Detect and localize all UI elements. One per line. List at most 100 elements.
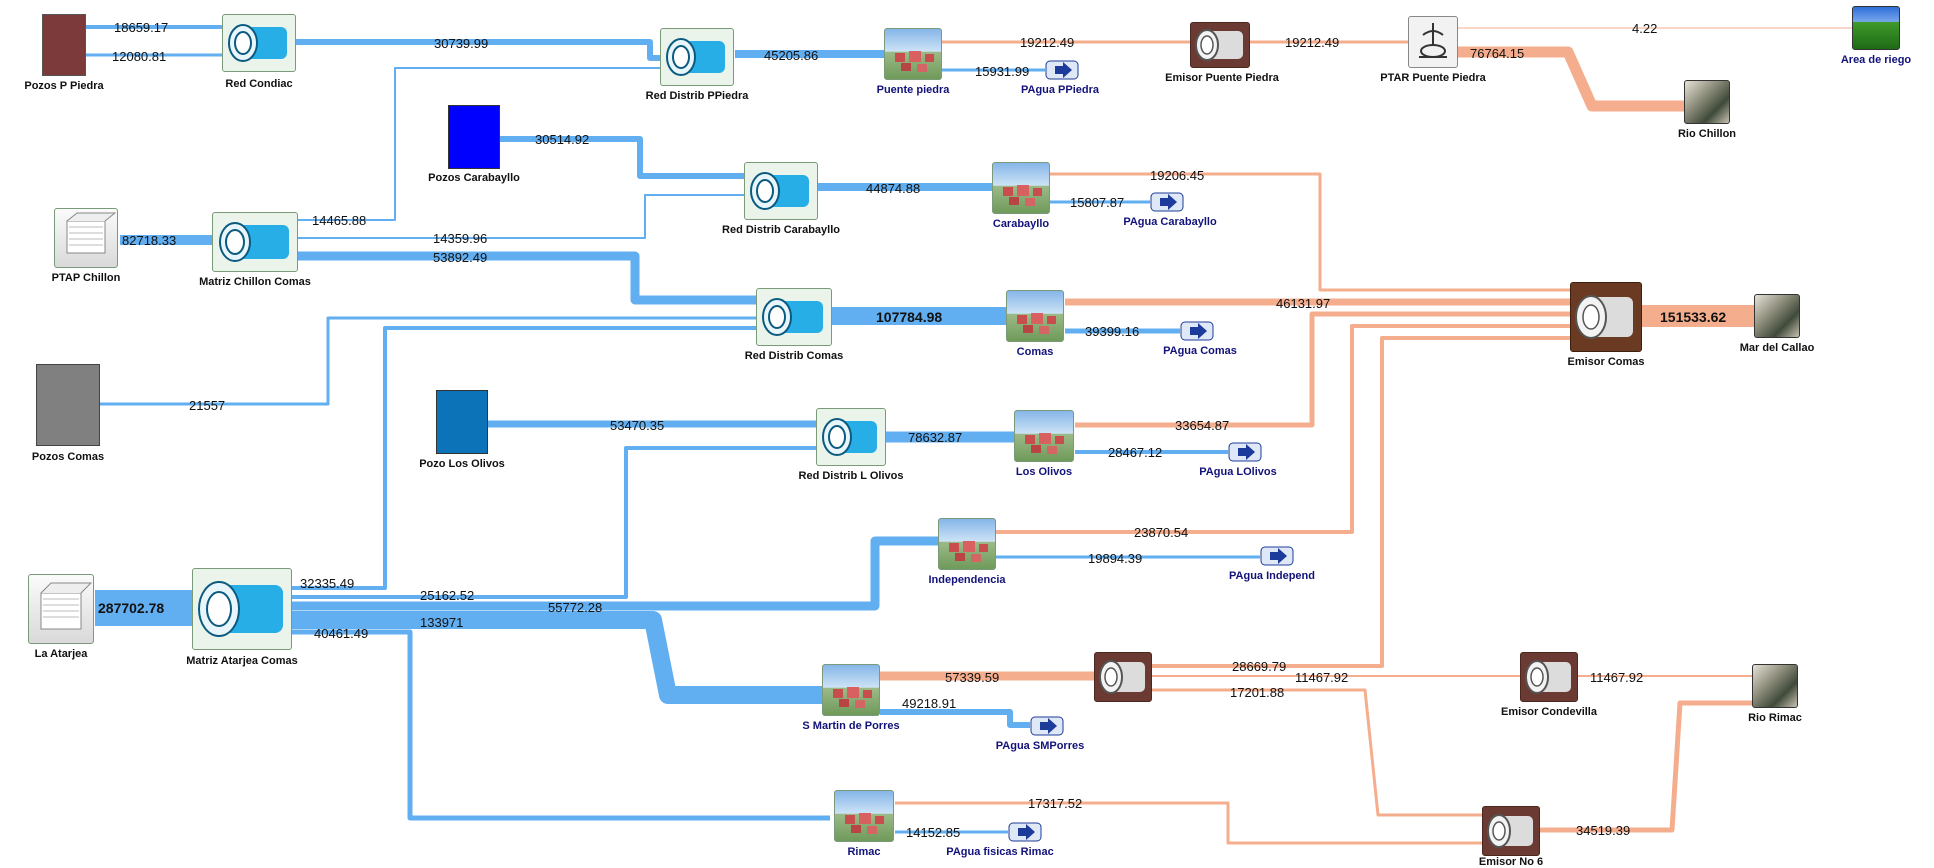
node-label: Emisor No 6 — [1478, 856, 1544, 868]
node-label: Mar del Callao — [1739, 342, 1815, 354]
node-label: Pozos Carabayllo — [428, 172, 520, 184]
flow-label: 19212.49 — [1285, 35, 1339, 50]
node-label: PTAP Chillon — [51, 272, 121, 284]
flow-label: 82718.33 — [122, 233, 176, 248]
link-los-olivos-emisor-comas — [1075, 311, 1572, 428]
node-label: Red Distrib PPiedra — [645, 90, 749, 102]
flow-label: 151533.62 — [1660, 309, 1726, 325]
rio-chillon-icon[interactable] — [1684, 80, 1730, 124]
flow-label: 44874.88 — [866, 181, 920, 196]
district-puente-piedra-icon[interactable] — [884, 28, 942, 80]
pipe-red-distrib-ppiedra-icon[interactable] — [660, 28, 734, 86]
district-comas-icon[interactable] — [1006, 290, 1064, 342]
node-label: Rio Chillon — [1677, 128, 1737, 140]
node-label: Emisor Comas — [1567, 356, 1645, 368]
district-independencia-icon[interactable] — [938, 518, 996, 570]
link-matriz-chillon-red-distrib-carabayllo — [298, 194, 745, 239]
flow-label: 23870.54 — [1134, 525, 1188, 540]
link-matriz-atarjea-s-martin — [292, 611, 822, 704]
area-de-riego-icon[interactable] — [1852, 6, 1900, 50]
well-pozos-comas[interactable] — [36, 364, 100, 446]
pipe-red-distrib-carabayllo-icon[interactable] — [744, 162, 818, 220]
link-matriz-atarjea-red-distrib-comas — [292, 326, 758, 590]
emisor-comas-icon[interactable] — [1570, 282, 1642, 352]
node-label: PAgua LOlivos — [1199, 466, 1277, 478]
pipe-matriz-chillon-comas-icon[interactable] — [212, 212, 298, 272]
pagua-lolivos-icon[interactable] — [1228, 442, 1262, 462]
pagua-ppiedra-icon[interactable] — [1045, 60, 1079, 80]
la-atarjea-icon[interactable] — [28, 574, 94, 644]
pipe-matriz-atarjea-comas-icon[interactable] — [192, 568, 292, 650]
flow-label: 15807.87 — [1070, 195, 1124, 210]
emisor-puente-piedra-icon[interactable] — [1190, 22, 1250, 68]
flow-label: 19206.45 — [1150, 168, 1204, 183]
node-label: Puente piedra — [876, 84, 950, 96]
link-matriz-atarjea-red-distrib-l-olivos — [292, 446, 818, 599]
node-label: Rio Rimac — [1748, 712, 1802, 724]
flow-label: 28467.12 — [1108, 445, 1162, 460]
well-pozo-los-olivos[interactable] — [436, 390, 488, 454]
node-label: PAgua PPiedra — [1020, 84, 1100, 96]
flow-label: 19894.39 — [1088, 551, 1142, 566]
flow-label: 33654.87 — [1175, 418, 1229, 433]
pagua-comas-icon[interactable] — [1180, 321, 1214, 341]
node-label: Comas — [1016, 346, 1054, 358]
pipe-red-distrib-l-olivos-icon[interactable] — [816, 408, 886, 466]
node-label: Red Distrib Carabayllo — [722, 224, 840, 236]
link-red-condiac-red-distrib-ppiedra — [295, 39, 665, 61]
pagua-smporres-icon[interactable] — [1030, 716, 1064, 736]
node-label: Independencia — [928, 574, 1006, 586]
district-rimac-icon[interactable] — [834, 790, 894, 842]
node-label: Red Condiac — [225, 78, 293, 90]
mar-del-callao-icon[interactable] — [1754, 294, 1800, 338]
pipe-red-condiac-icon[interactable] — [222, 14, 296, 72]
node-label: Los Olivos — [1015, 466, 1073, 478]
link-matriz-chillon-red-distrib-comas — [298, 251, 758, 305]
emisor-s-martin-icon[interactable] — [1094, 652, 1152, 702]
link-matriz-atarjea-rimac — [292, 629, 830, 821]
pagua-carabayllo-icon[interactable] — [1150, 192, 1184, 212]
node-label: La Atarjea — [34, 648, 88, 660]
node-label: Pozos P Piedra — [24, 80, 104, 92]
flow-label: 11467.92 — [1295, 670, 1348, 685]
well-pozos-p-piedra[interactable] — [42, 14, 86, 76]
pagua-fisicas-rimac-icon[interactable] — [1008, 822, 1042, 842]
flow-label: 107784.98 — [876, 309, 942, 325]
district-los-olivos-icon[interactable] — [1014, 410, 1074, 462]
flow-label: 45205.86 — [764, 48, 818, 63]
node-label: PAgua fisicas Rimac — [946, 846, 1054, 858]
node-label: Carabayllo — [992, 218, 1050, 230]
link-carabayllo-emisor-comas — [1050, 172, 1572, 292]
district-carabayllo-icon[interactable] — [992, 162, 1050, 214]
flow-label: 287702.78 — [98, 600, 164, 616]
node-label: Rimac — [847, 846, 881, 858]
flow-label: 40461.49 — [314, 626, 368, 641]
ptap-chillon-icon[interactable] — [54, 208, 118, 268]
link-matriz-atarjea-independencia — [292, 536, 940, 611]
pipe-red-distrib-comas-icon[interactable] — [756, 288, 832, 346]
well-pozos-carabayllo[interactable] — [448, 105, 500, 169]
ptar-puente-piedra-icon[interactable] — [1408, 16, 1458, 68]
node-label: PAgua SMPorres — [995, 740, 1085, 752]
flow-label: 76764.15 — [1470, 46, 1524, 61]
district-s-martin-de-porres-icon[interactable] — [822, 664, 880, 716]
flow-label: 14359.96 — [433, 231, 487, 246]
link-emisor-s-martin-emisor-comas — [1150, 336, 1572, 668]
link-s-martin-pagua — [880, 709, 1030, 728]
rio-rimac-icon[interactable] — [1752, 664, 1798, 708]
pagua-independ-icon[interactable] — [1260, 546, 1294, 566]
flow-label: 15931.99 — [975, 64, 1029, 79]
link-matriz-chillon-red-distrib-ppiedra — [298, 67, 665, 221]
flow-label: 21557 — [189, 398, 225, 413]
flow-label: 46131.97 — [1276, 296, 1330, 311]
flow-label: 12080.81 — [112, 49, 166, 64]
emisor-no-6-icon[interactable] — [1482, 806, 1540, 856]
flow-label: 34519.39 — [1576, 823, 1630, 838]
node-label: PAgua Comas — [1163, 345, 1237, 357]
node-label: Area de riego — [1840, 54, 1912, 66]
link-rimac-emisor-no6 — [895, 801, 1482, 845]
flow-label: 53470.35 — [610, 418, 664, 433]
emisor-condevilla-icon[interactable] — [1520, 652, 1578, 702]
